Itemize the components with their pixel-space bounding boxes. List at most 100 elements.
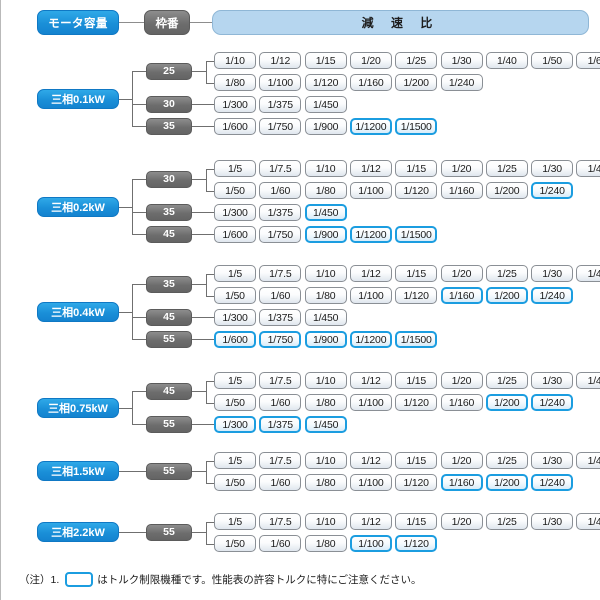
ratio-box[interactable]: 1/450 <box>304 96 347 113</box>
ratio-box[interactable]: 1/12 <box>259 52 302 69</box>
motor-capacity-box[interactable]: 三相1.5kW <box>37 461 119 481</box>
ratio-box-torque-limited[interactable]: 1/900 <box>304 226 347 243</box>
ratio-box[interactable]: 1/600 <box>214 226 256 243</box>
ratio-box[interactable]: 1/30 <box>531 372 574 389</box>
ratio-box[interactable]: 1/20 <box>440 265 483 282</box>
frame-number-box[interactable]: 25 <box>146 62 192 80</box>
ratio-box[interactable]: 1/60 <box>259 474 302 491</box>
ratio-box[interactable]: 1/15 <box>395 452 438 469</box>
ratio-box-torque-limited[interactable]: 1/120 <box>395 535 438 552</box>
ratio-box[interactable]: 1/80 <box>304 535 347 552</box>
ratio-box[interactable]: 1/50 <box>214 287 256 304</box>
motor-capacity-box[interactable]: 三相0.4kW <box>37 301 119 322</box>
ratio-box[interactable]: 1/120 <box>395 394 438 411</box>
ratio-box[interactable]: 1/30 <box>440 52 483 69</box>
ratio-box[interactable]: 1/7.5 <box>259 513 302 530</box>
frame-number-box[interactable]: 35 <box>146 275 192 293</box>
ratio-box[interactable]: 1/375 <box>259 96 302 113</box>
ratio-box[interactable]: 1/10 <box>304 265 347 282</box>
ratio-box[interactable]: 1/60 <box>259 287 302 304</box>
ratio-box[interactable]: 1/80 <box>304 182 347 199</box>
ratio-box-torque-limited[interactable]: 1/1200 <box>349 226 392 243</box>
ratio-box[interactable]: 1/10 <box>304 160 347 177</box>
ratio-box-torque-limited[interactable]: 1/1200 <box>349 118 392 135</box>
ratio-box[interactable]: 1/20 <box>440 452 483 469</box>
ratio-box-torque-limited[interactable]: 1/375 <box>259 416 302 433</box>
ratio-box[interactable]: 1/160 <box>440 182 483 199</box>
ratio-box[interactable]: 1/20 <box>349 52 392 69</box>
ratio-box-torque-limited[interactable]: 1/1200 <box>349 331 392 348</box>
ratio-box[interactable]: 1/30 <box>531 452 574 469</box>
ratio-box[interactable]: 1/40 <box>485 52 528 69</box>
ratio-box-torque-limited[interactable]: 1/1500 <box>395 331 438 348</box>
ratio-box[interactable]: 1/20 <box>440 372 483 389</box>
ratio-box[interactable]: 1/80 <box>304 474 347 491</box>
ratio-box[interactable]: 1/5 <box>214 513 256 530</box>
ratio-box[interactable]: 1/750 <box>259 226 302 243</box>
ratio-box[interactable]: 1/10 <box>304 452 347 469</box>
ratio-box[interactable]: 1/100 <box>349 394 392 411</box>
ratio-box[interactable]: 1/5 <box>214 160 256 177</box>
ratio-box[interactable]: 1/40 <box>576 160 600 177</box>
motor-capacity-box[interactable]: 三相0.75kW <box>37 397 119 418</box>
ratio-box[interactable]: 1/100 <box>349 474 392 491</box>
frame-number-box[interactable]: 45 <box>146 308 192 326</box>
ratio-box[interactable]: 1/7.5 <box>259 160 302 177</box>
ratio-box[interactable]: 1/40 <box>576 513 600 530</box>
ratio-box[interactable]: 1/25 <box>395 52 438 69</box>
frame-number-box[interactable]: 35 <box>146 203 192 221</box>
ratio-box[interactable]: 1/50 <box>214 474 256 491</box>
ratio-box[interactable]: 1/10 <box>304 372 347 389</box>
ratio-box[interactable]: 1/80 <box>214 74 256 91</box>
frame-number-box[interactable]: 55 <box>146 415 192 433</box>
ratio-box[interactable]: 1/50 <box>214 394 256 411</box>
ratio-box[interactable]: 1/120 <box>395 182 438 199</box>
frame-number-box[interactable]: 55 <box>146 330 192 348</box>
ratio-box[interactable]: 1/120 <box>304 74 347 91</box>
frame-number-box[interactable]: 30 <box>146 170 192 188</box>
ratio-box[interactable]: 1/60 <box>576 52 600 69</box>
ratio-box[interactable]: 1/12 <box>349 513 392 530</box>
motor-capacity-box[interactable]: 三相0.2kW <box>37 196 119 217</box>
ratio-box-torque-limited[interactable]: 1/900 <box>304 331 347 348</box>
ratio-box-torque-limited[interactable]: 1/200 <box>485 474 528 491</box>
ratio-box[interactable]: 1/80 <box>304 287 347 304</box>
ratio-box[interactable]: 1/50 <box>214 535 256 552</box>
frame-number-box[interactable]: 45 <box>146 225 192 243</box>
frame-number-box[interactable]: 30 <box>146 95 192 113</box>
ratio-box[interactable]: 1/25 <box>485 160 528 177</box>
ratio-box[interactable]: 1/12 <box>349 265 392 282</box>
ratio-box[interactable]: 1/5 <box>214 452 256 469</box>
ratio-box[interactable]: 1/12 <box>349 160 392 177</box>
ratio-box[interactable]: 1/25 <box>485 513 528 530</box>
ratio-box[interactable]: 1/60 <box>259 182 302 199</box>
ratio-box[interactable]: 1/200 <box>395 74 438 91</box>
ratio-box-torque-limited[interactable]: 1/200 <box>485 287 528 304</box>
ratio-box[interactable]: 1/30 <box>531 513 574 530</box>
ratio-box[interactable]: 1/40 <box>576 452 600 469</box>
ratio-box[interactable]: 1/375 <box>259 309 302 326</box>
ratio-box-torque-limited[interactable]: 1/300 <box>214 416 256 433</box>
ratio-box[interactable]: 1/12 <box>349 372 392 389</box>
ratio-box[interactable]: 1/20 <box>440 513 483 530</box>
ratio-box[interactable]: 1/60 <box>259 394 302 411</box>
ratio-box-torque-limited[interactable]: 1/240 <box>531 182 574 199</box>
ratio-box[interactable]: 1/30 <box>531 160 574 177</box>
ratio-box[interactable]: 1/7.5 <box>259 452 302 469</box>
motor-capacity-box[interactable]: 三相0.1kW <box>37 88 119 109</box>
ratio-box-torque-limited[interactable]: 1/200 <box>485 394 528 411</box>
ratio-box-torque-limited[interactable]: 1/240 <box>531 474 574 491</box>
ratio-box-torque-limited[interactable]: 1/100 <box>349 535 392 552</box>
ratio-box[interactable]: 1/30 <box>531 265 574 282</box>
ratio-box-torque-limited[interactable]: 1/600 <box>214 331 256 348</box>
ratio-box[interactable]: 1/80 <box>304 394 347 411</box>
ratio-box[interactable]: 1/450 <box>304 309 347 326</box>
ratio-box[interactable]: 1/300 <box>214 204 256 221</box>
ratio-box[interactable]: 1/20 <box>440 160 483 177</box>
ratio-box[interactable]: 1/5 <box>214 265 256 282</box>
ratio-box-torque-limited[interactable]: 1/450 <box>304 416 347 433</box>
ratio-box[interactable]: 1/750 <box>259 118 302 135</box>
ratio-box[interactable]: 1/25 <box>485 265 528 282</box>
ratio-box[interactable]: 1/7.5 <box>259 265 302 282</box>
ratio-box-torque-limited[interactable]: 1/450 <box>304 204 347 221</box>
